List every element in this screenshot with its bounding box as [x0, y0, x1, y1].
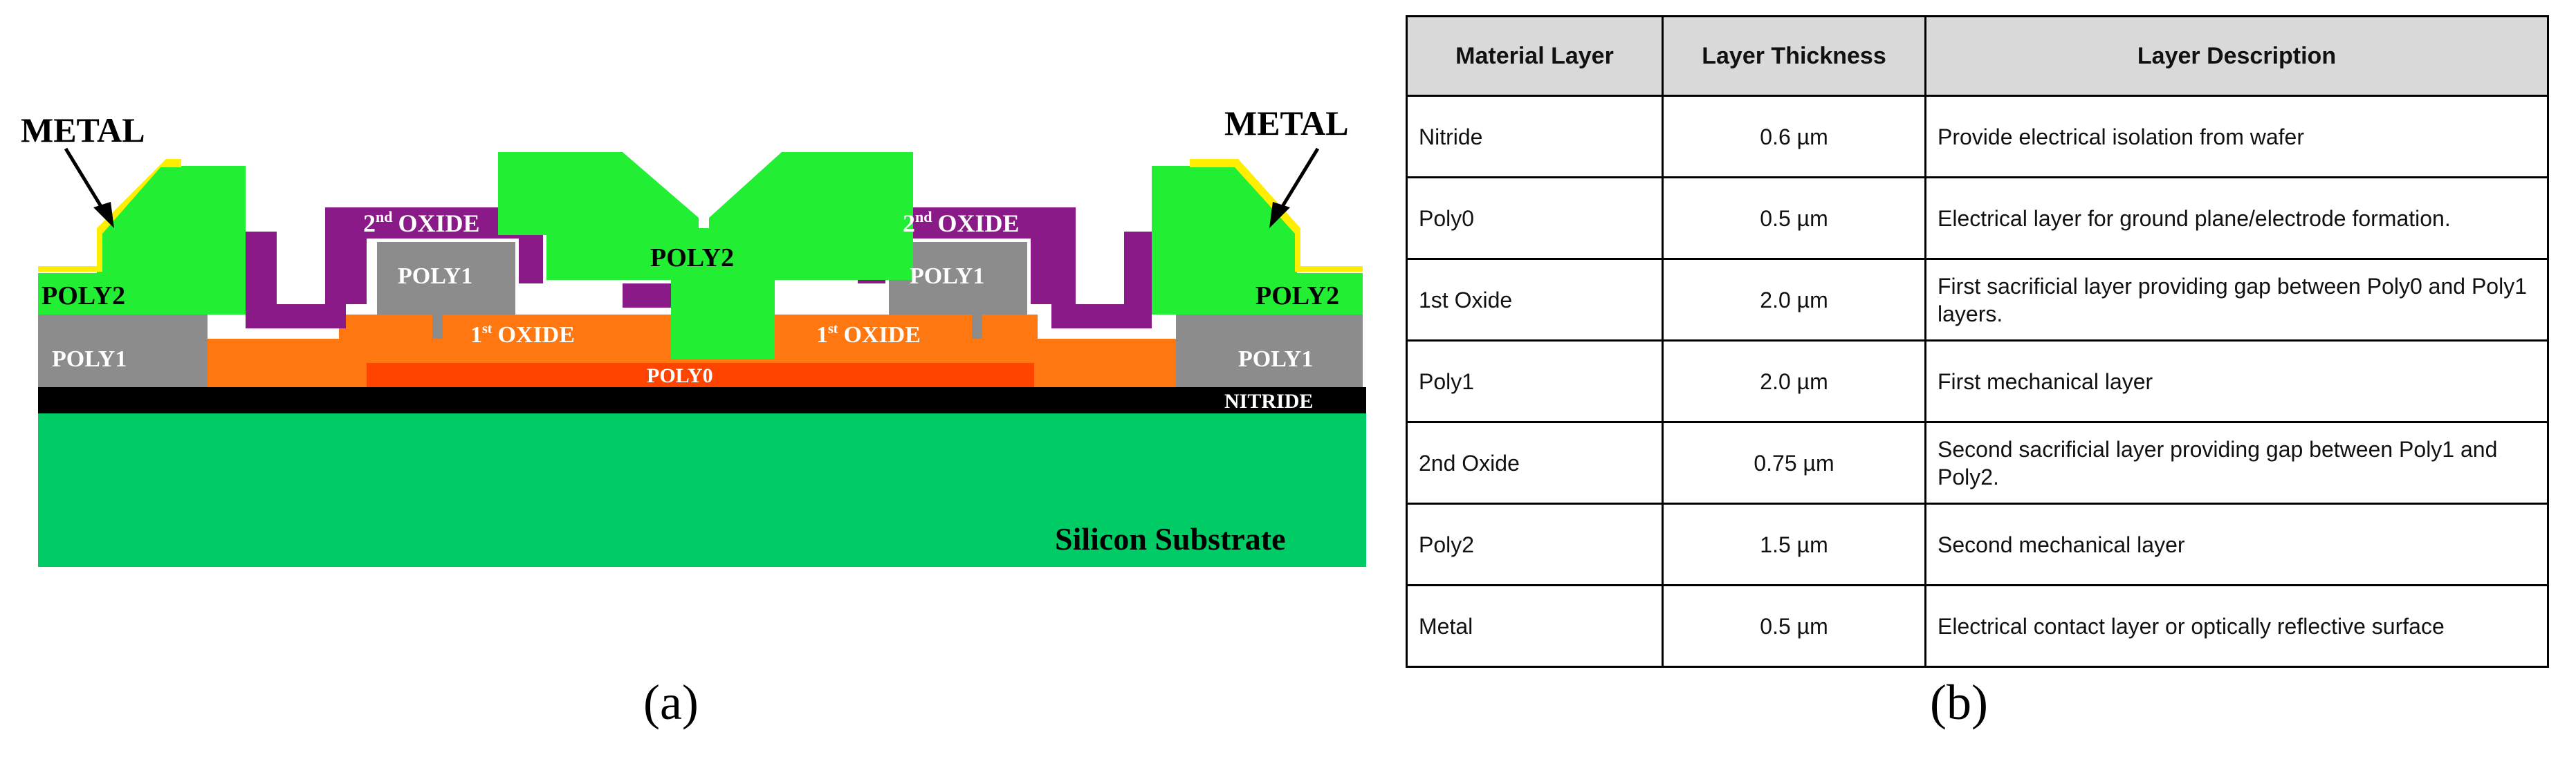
poly1-label-inner-left: POLY1	[398, 263, 472, 289]
cell-material: Metal	[1406, 584, 1664, 668]
cell-description: First mechanical layer	[1924, 339, 2549, 423]
cell-thickness: 2.0 µm	[1662, 339, 1926, 423]
table-row: Nitride 0.6 µm Provide electrical isolat…	[1406, 95, 2549, 178]
metal-label-left: METAL	[21, 111, 145, 149]
table-row: Poly1 2.0 µm First mechanical layer	[1406, 339, 2549, 423]
header-layer-thickness: Layer Thickness	[1662, 15, 1926, 97]
poly1-label-inner-right: POLY1	[910, 263, 984, 289]
layer-properties-table: Material Layer Layer Thickness Layer Des…	[1406, 15, 2549, 668]
cell-thickness: 2.0 µm	[1662, 258, 1926, 342]
cell-thickness: 1.5 µm	[1662, 503, 1926, 586]
mems-cross-section-diagram: METAL METAL POLY2 POLY2 POLY2 POLY1 POLY…	[21, 104, 1366, 567]
cell-description: First sacrificial layer providing gap be…	[1924, 258, 2549, 342]
poly0-layer	[367, 363, 1034, 387]
cell-material: Nitride	[1406, 95, 1664, 178]
nitride-label: NITRIDE	[1224, 390, 1313, 413]
poly2-label-center: POLY2	[650, 243, 734, 272]
poly1-label-right: POLY1	[1238, 346, 1313, 372]
poly0-label: POLY0	[647, 364, 713, 387]
cell-thickness: 0.75 µm	[1662, 421, 1926, 505]
cell-thickness: 0.5 µm	[1662, 176, 1926, 260]
table-row: 1st Oxide 2.0 µm First sacrificial layer…	[1406, 258, 2549, 342]
poly1-label-left: POLY1	[52, 346, 127, 372]
header-material-layer: Material Layer	[1406, 15, 1664, 97]
poly1-inner-left	[377, 242, 515, 339]
poly2-label-right: POLY2	[1255, 281, 1339, 310]
cell-thickness: 0.6 µm	[1662, 95, 1926, 178]
cell-description: Electrical contact layer or optically re…	[1924, 584, 2549, 668]
cell-description: Second sacrificial layer providing gap b…	[1924, 421, 2549, 505]
table-row: 2nd Oxide 0.75 µm Second sacrificial lay…	[1406, 421, 2549, 505]
cell-material: Poly2	[1406, 503, 1664, 586]
cell-thickness: 0.5 µm	[1662, 584, 1926, 668]
cell-description: Electrical layer for ground plane/electr…	[1924, 176, 2549, 260]
poly2-right	[1152, 166, 1363, 315]
substrate-label: Silicon Substrate	[1055, 521, 1286, 557]
cell-material: Poly0	[1406, 176, 1664, 260]
poly1-inner-right	[889, 242, 1027, 339]
metal-label-right: METAL	[1224, 104, 1349, 142]
metal-right-arrow	[1269, 147, 1320, 228]
cell-material: 2nd Oxide	[1406, 421, 1664, 505]
header-layer-description: Layer Description	[1924, 15, 2549, 97]
table-row: Metal 0.5 µm Electrical contact layer or…	[1406, 584, 2549, 668]
nitride-layer	[38, 387, 1366, 413]
table-row: Poly2 1.5 µm Second mechanical layer	[1406, 503, 2549, 586]
caption-a: (a)	[643, 675, 699, 730]
caption-b: (b)	[1930, 675, 1988, 730]
cell-material: 1st Oxide	[1406, 258, 1664, 342]
table-row: Poly0 0.5 µm Electrical layer for ground…	[1406, 176, 2549, 260]
metal-left-arrow	[64, 147, 114, 228]
table-header-row: Material Layer Layer Thickness Layer Des…	[1406, 15, 2549, 97]
poly2-center	[498, 152, 913, 359]
poly2-left	[38, 166, 246, 315]
cell-description: Provide electrical isolation from wafer	[1924, 95, 2549, 178]
poly2-label-left: POLY2	[42, 281, 125, 310]
silicon-substrate-layer	[38, 411, 1366, 567]
second-oxide-left	[246, 207, 671, 328]
cell-description: Second mechanical layer	[1924, 503, 2549, 586]
cell-material: Poly1	[1406, 339, 1664, 423]
